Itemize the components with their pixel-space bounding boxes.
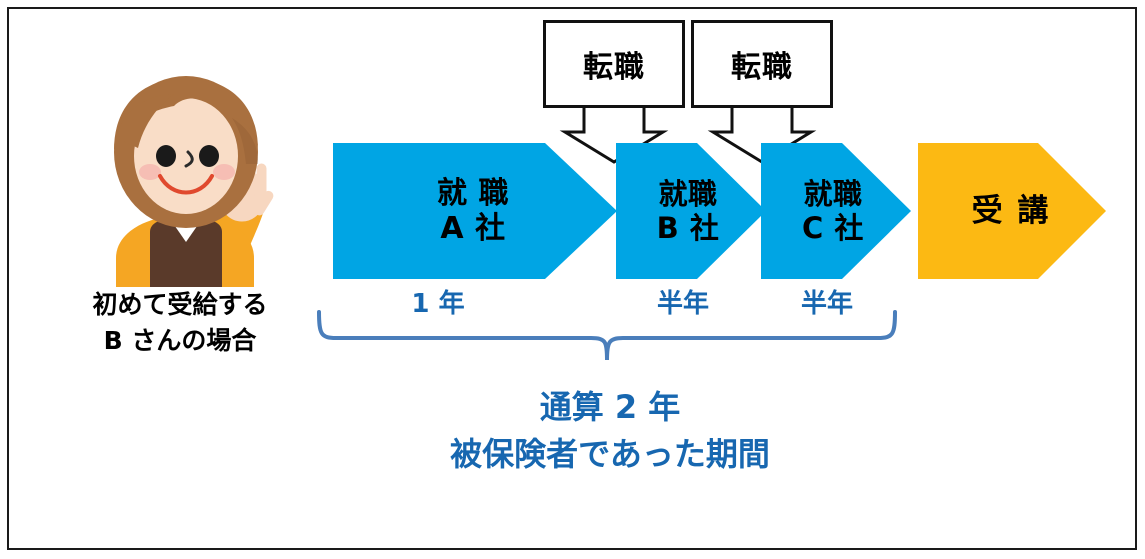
left-eye xyxy=(156,145,176,167)
nose xyxy=(184,150,194,168)
face xyxy=(134,98,238,214)
person-caption: 初めて受給する B さんの場合 xyxy=(40,287,320,358)
duration-label-b: 半年 xyxy=(656,289,709,319)
duration-label-c: 半年 xyxy=(800,289,853,319)
right-eye xyxy=(199,145,219,167)
brace-summary-line-2: 被保険者であった期間 xyxy=(450,435,770,474)
timeline-arrow-a: 就 職 A 社 xyxy=(333,143,613,279)
left-cheek xyxy=(139,164,161,180)
right-cheek xyxy=(213,164,235,180)
callout-box-job-change-2: 転職 xyxy=(691,20,833,108)
waving-woman-illustration xyxy=(114,76,274,287)
duration-label-a: 1 年 xyxy=(411,289,465,319)
callout-label: 転職 xyxy=(583,50,645,85)
summary-brace xyxy=(317,310,897,361)
brace-summary-text: 通算 2 年 被保険者であった期間 xyxy=(310,386,910,476)
arrow-shape-b xyxy=(616,143,766,279)
brace-summary-line-1: 通算 2 年 xyxy=(539,388,681,426)
person-caption-line-2: B さんの場合 xyxy=(103,325,257,355)
hair-fringe xyxy=(114,78,258,150)
timeline-arrow-b: 就職 B 社 xyxy=(613,143,763,279)
timeline-arrow-course: 受 講 xyxy=(916,143,1106,279)
timeline-arrow-c: 就職 C 社 xyxy=(758,143,908,279)
timeline-arrow-course-label: 受 講 xyxy=(971,192,1051,229)
timeline-arrow-c-label: 就職 C 社 xyxy=(802,176,864,245)
arrow-shape-c xyxy=(761,143,911,279)
timeline-arrow-a-label: 就 職 A 社 xyxy=(437,175,509,246)
person-caption-line-1: 初めて受給する xyxy=(92,290,268,319)
timeline-arrow-b-label: 就職 B 社 xyxy=(656,176,720,245)
vest xyxy=(150,219,222,287)
callout-box-job-change-1: 転職 xyxy=(543,20,685,108)
arrow-shape-course xyxy=(918,143,1106,279)
arrow-shape-a xyxy=(333,143,617,279)
mouth xyxy=(158,174,214,195)
callout-label: 転職 xyxy=(731,50,793,85)
